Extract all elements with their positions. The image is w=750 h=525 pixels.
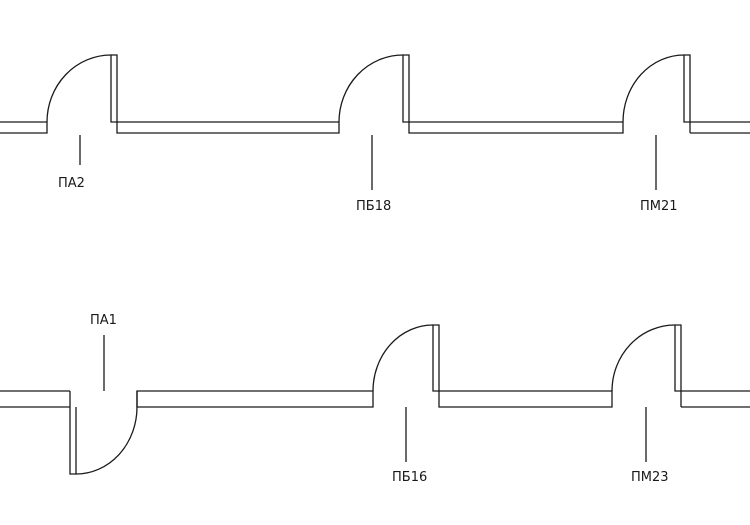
door-tag-pb16: ПБ16 bbox=[392, 470, 427, 485]
door-leaf bbox=[683, 54, 691, 123]
door-leaf bbox=[432, 324, 440, 392]
door-pb16 bbox=[372, 324, 440, 462]
door-pm23 bbox=[611, 324, 682, 462]
door-swing-arc bbox=[338, 54, 404, 123]
wall-segment bbox=[438, 390, 613, 408]
wall-segment bbox=[680, 390, 750, 408]
door-leaf bbox=[402, 54, 410, 123]
door-leaf bbox=[69, 391, 77, 475]
door-leaf bbox=[674, 324, 682, 392]
door-tag-pm21: ПМ21 bbox=[640, 199, 678, 214]
door-swing-arc bbox=[372, 324, 434, 392]
door-pa1 bbox=[69, 335, 138, 475]
door-leaf bbox=[110, 54, 118, 123]
door-pa2 bbox=[46, 54, 118, 165]
door-swing-arc bbox=[75, 391, 138, 475]
door-tag-pa2: ПА2 bbox=[58, 176, 85, 191]
door-tag-pm23: ПМ23 bbox=[631, 470, 669, 485]
wall-row-bottom bbox=[0, 390, 750, 408]
wall-segment bbox=[0, 121, 48, 134]
door-tag-pa1: ПА1 bbox=[90, 313, 117, 328]
wall-segment bbox=[408, 121, 624, 134]
wall-row-top bbox=[0, 121, 750, 134]
door-pb18 bbox=[338, 54, 410, 190]
wall-segment bbox=[116, 121, 340, 134]
wall-segment bbox=[0, 390, 70, 408]
door-swing-arc bbox=[622, 54, 685, 123]
door-swing-arc bbox=[611, 324, 676, 392]
wall-segment bbox=[136, 390, 374, 408]
door-tag-pb18: ПБ18 bbox=[356, 199, 391, 214]
door-swing-arc bbox=[46, 54, 112, 123]
wall-segment bbox=[689, 121, 750, 134]
door-pm21 bbox=[622, 54, 691, 190]
